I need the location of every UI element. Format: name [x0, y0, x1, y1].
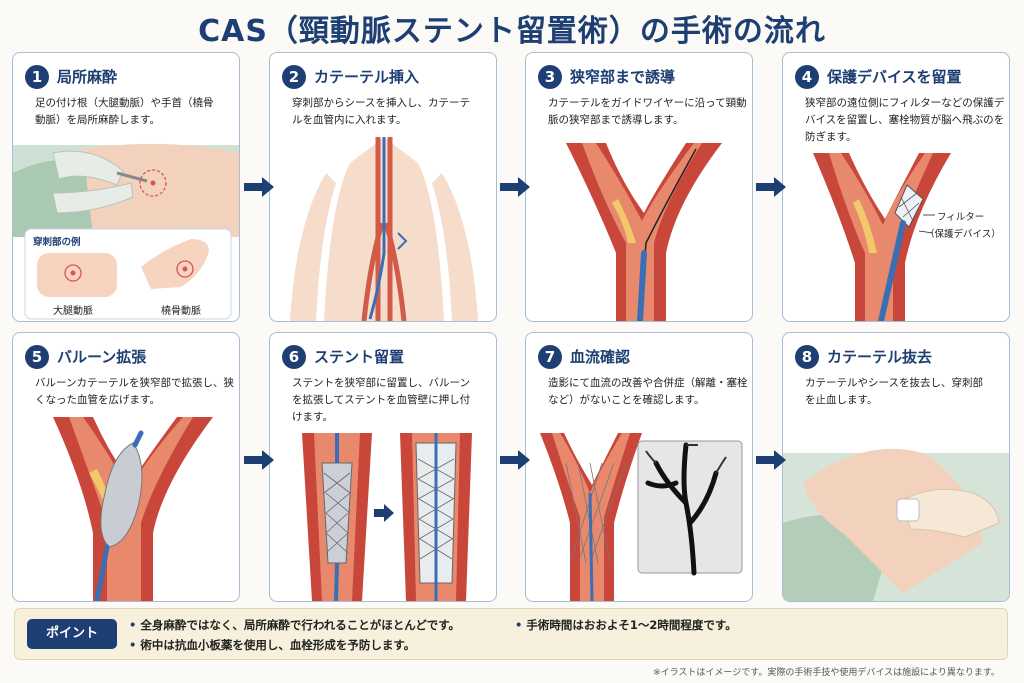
flow-arrow-icon — [244, 450, 274, 470]
step-number-badge: 5 — [25, 345, 49, 369]
step-title: カテーテル抜去 — [827, 348, 933, 366]
step-number-badge: 7 — [538, 345, 562, 369]
step-number-badge: 8 — [795, 345, 819, 369]
step-card-2: 2 カテーテル挿入 穿刺部からシースを挿入し、カテーテルを血管内に入れます。 — [269, 52, 497, 322]
step-number-badge: 2 — [282, 65, 306, 89]
step-description: カテーテルやシースを抜去し、穿刺部を止血します。 — [805, 377, 983, 406]
inset-title: 穿刺部の例 — [33, 237, 81, 248]
step-number-badge: 4 — [795, 65, 819, 89]
step-title: 血流確認 — [570, 348, 631, 366]
point-item: •術中は抗血小板薬を使用し、血栓形成を予防します。 — [129, 638, 416, 652]
point-badge: ポイント — [27, 619, 117, 649]
stent-placement-illustration — [302, 433, 472, 601]
step-number-badge: 1 — [25, 65, 49, 89]
step-description: 穿刺部からシースを挿入し、カテーテルを血管内に入れます。 — [292, 97, 470, 126]
step-title: 局所麻酔 — [57, 68, 118, 86]
step-card-7: 7 血流確認 造影にて血流の改善や合併症（解離・塞栓など）がないことを確認します… — [525, 332, 753, 602]
step-number-badge: 6 — [282, 345, 306, 369]
step-description: 造影にて血流の改善や合併症（解離・塞栓など）がないことを確認します。 — [548, 377, 748, 406]
step-title: カテーテル挿入 — [314, 68, 420, 86]
step-card-1: 1 局所麻酔 足の付け根（大腿動脈）や手首（橈骨動脈）を局所麻酔します。 穿刺部… — [12, 52, 240, 322]
step-title: 狭窄部まで誘導 — [570, 68, 676, 86]
guidance-illustration — [566, 143, 722, 321]
step-title: バルーン拡張 — [57, 348, 147, 366]
step-title: ステント留置 — [314, 348, 405, 366]
step-number-badge: 3 — [538, 65, 562, 89]
step-description: ステントを狭窄部に留置し、バルーンを拡張してステントを血管壁に押し付けます。 — [292, 377, 471, 423]
catheter-insertion-illustration — [290, 137, 478, 321]
step-title: 保護デバイスを留置 — [827, 68, 962, 86]
flow-arrow-icon — [756, 450, 786, 470]
step-card-4: 4 保護デバイスを留置 狭窄部の遠位側にフィルターなどの保護デバイスを留置し、塞… — [782, 52, 1010, 322]
step-description: 狭窄部の遠位側にフィルターなどの保護デバイスを留置し、塞栓物質が脳へ飛ぶのを防ぎ… — [805, 97, 1005, 143]
blood-flow-check-illustration — [540, 433, 743, 601]
point-box: ポイント •全身麻酔ではなく、局所麻酔で行われることがほとんどです。 •術中は抗… — [14, 608, 1008, 660]
inset-label-femoral: 大腿動脈 — [53, 306, 93, 317]
local-anesthesia-illustration — [13, 143, 239, 320]
step-description: バルーンカテーテルを狭窄部で拡張し、狭くなった血管を広げます。 — [35, 377, 234, 406]
step-description: カテーテルをガイドワイヤーに沿って頸動脈の狭窄部まで誘導します。 — [548, 97, 747, 126]
catheter-removal-illustration — [783, 448, 1009, 601]
flow-arrow-icon — [500, 177, 530, 197]
step-description: 足の付け根（大腿動脈）や手首（橈骨動脈）を局所麻酔します。 — [35, 97, 214, 126]
callout-filter: フィルター — [937, 212, 985, 223]
protection-device-illustration — [813, 153, 951, 321]
flow-arrow-icon — [244, 177, 274, 197]
step-card-8: 8 カテーテル抜去 カテーテルやシースを抜去し、穿刺部を止血します。 — [782, 332, 1010, 602]
flow-arrow-icon — [756, 177, 786, 197]
step-card-6: 6 ステント留置 ステントを狭窄部に留置し、バルーンを拡張してステントを血管壁に… — [269, 332, 497, 602]
inset-label-radial: 橈骨動脈 — [161, 306, 201, 317]
page-title: CAS（頸動脈ステント留置術）の手術の流れ — [198, 14, 826, 49]
balloon-dilation-illustration — [53, 417, 213, 601]
flow-arrow-icon — [500, 450, 530, 470]
point-item: •全身麻酔ではなく、局所麻酔で行われることがほとんどです。 — [129, 618, 461, 632]
point-item: •手術時間はおおよそ1〜2時間程度です。 — [515, 618, 737, 632]
step-card-3: 3 狭窄部まで誘導 カテーテルをガイドワイヤーに沿って頸動脈の狭窄部まで誘導しま… — [525, 52, 753, 322]
callout-device: （保護デバイス） — [925, 229, 1001, 240]
footnote: ※イラストはイメージです。実際の手術手技や使用デバイスは施設により異なります。 — [653, 668, 1000, 678]
step-card-5: 5 バルーン拡張 バルーンカテーテルを狭窄部で拡張し、狭くなった血管を広げます。 — [12, 332, 240, 602]
